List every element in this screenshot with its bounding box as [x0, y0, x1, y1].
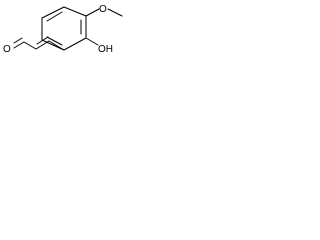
aldehyde-oxygen-label: O — [3, 44, 11, 55]
ring-bond-4 — [41, 6, 65, 19]
ring-inner-bond-3 — [46, 36, 63, 46]
hydroxyl-bond — [85, 37, 99, 46]
hydroxyl-label: OH — [98, 44, 113, 55]
chemical-structure-diagram: O O OH — [3, 4, 123, 55]
ring-bond-1 — [63, 37, 87, 51]
aldehyde-chain-bond — [23, 41, 37, 50]
ring-inner-bond-2 — [46, 11, 63, 22]
aldehyde-carbonyl-bond-1 — [13, 41, 25, 49]
ring-bond-6 — [41, 39, 65, 51]
methoxy-ring-bond — [85, 8, 100, 17]
methoxy-oxygen-label: O — [99, 4, 107, 15]
ring-bond-3 — [63, 6, 87, 17]
methoxy-methyl-bond — [107, 8, 123, 17]
aldehyde-carbonyl-bond-2 — [13, 37, 23, 44]
